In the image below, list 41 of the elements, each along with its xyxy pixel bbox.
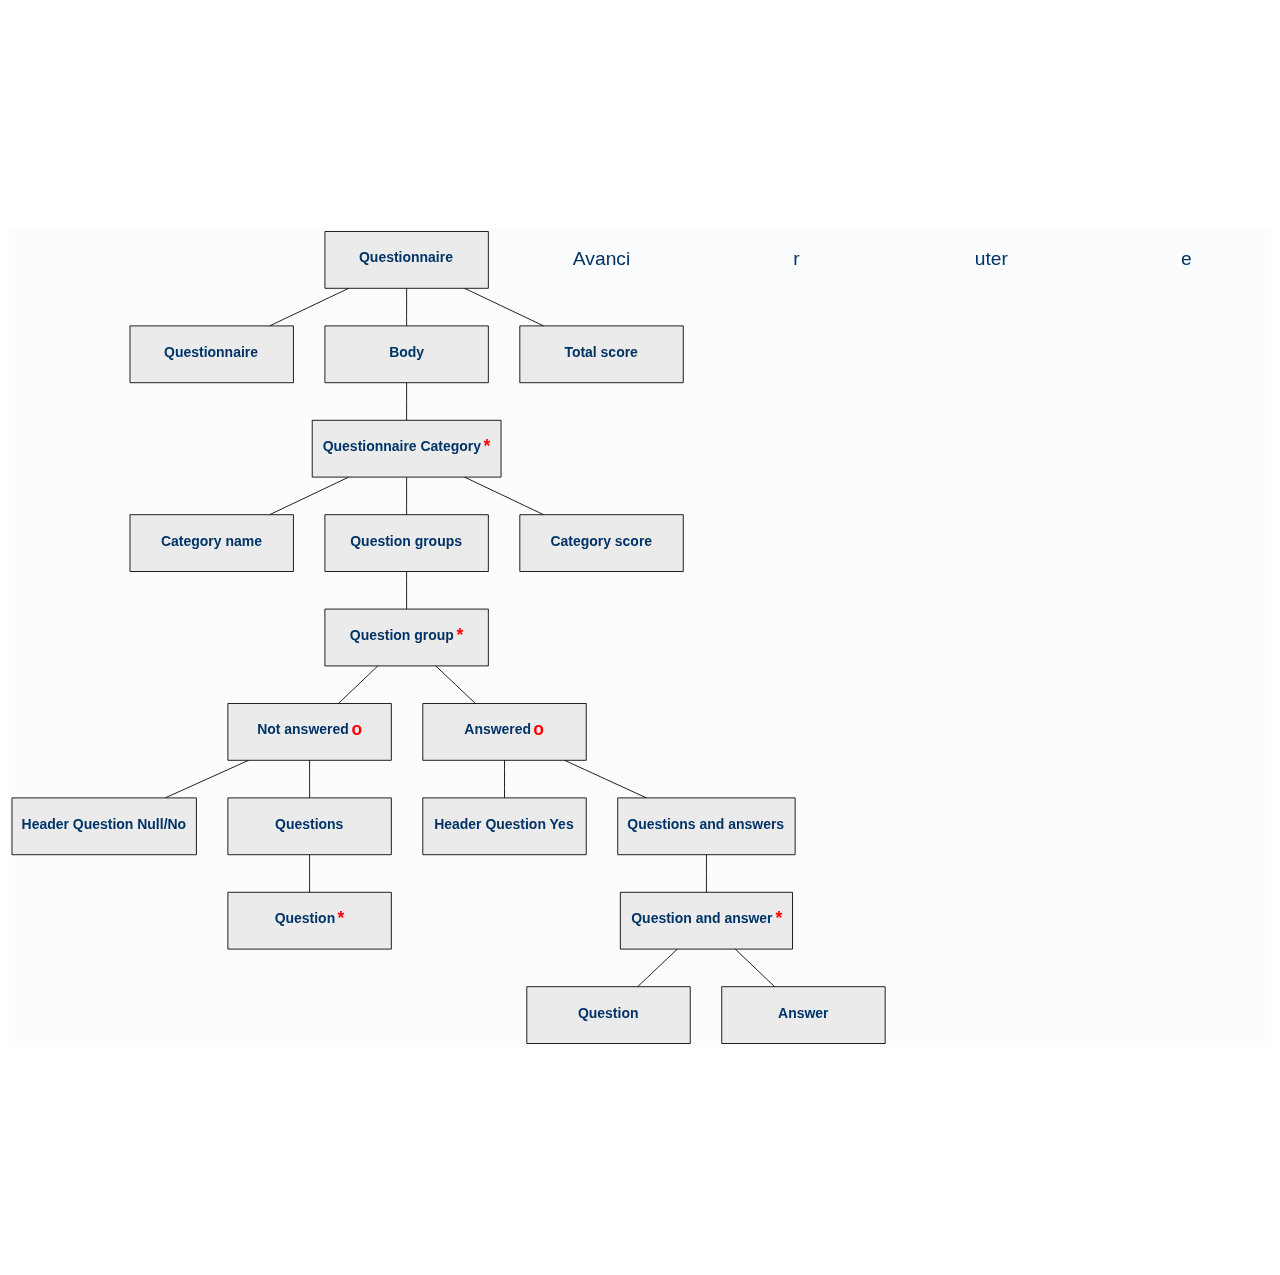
node-box: Question groups (324, 514, 489, 572)
connector (464, 476, 544, 516)
node-box: Category score (519, 514, 684, 572)
connector (406, 382, 408, 421)
node-box: Answer (721, 986, 886, 1044)
node-box: Total score (519, 325, 684, 384)
node-box: Question group* (324, 608, 489, 667)
node-box: Questionnaire Category* (311, 419, 502, 478)
connector (435, 665, 476, 704)
label: uter (974, 247, 1008, 269)
connector (269, 287, 350, 327)
connector (406, 287, 408, 327)
connector (406, 571, 408, 610)
connector (309, 759, 311, 799)
node-box: Questions (227, 797, 392, 856)
connector (734, 948, 775, 988)
node-box: Category name (129, 514, 294, 572)
connector (406, 476, 408, 516)
label: r (793, 247, 800, 269)
connector (504, 759, 505, 799)
node-box: Header Question Null/No (11, 797, 197, 856)
connector (338, 665, 379, 704)
connector (269, 476, 350, 516)
connector (706, 854, 707, 893)
node-box: Question and answer * (619, 891, 793, 950)
node-box: Not answered o (227, 703, 392, 761)
node-box: Question* (227, 891, 392, 950)
connector (464, 287, 544, 327)
label: e (1180, 247, 1192, 269)
connector (164, 759, 249, 799)
label: Avanci (572, 247, 631, 269)
connector (309, 854, 311, 893)
node-box: Header Question Yes (422, 797, 587, 856)
node-box: Questions and answers (617, 797, 796, 856)
connector (564, 759, 647, 799)
node-box: Questionnaire (129, 325, 294, 384)
connector (637, 948, 678, 988)
node-box: Questionnaire (324, 231, 489, 289)
node-box: Question (526, 986, 691, 1044)
node-box: Body (324, 325, 489, 384)
node-box: Answered o (422, 703, 587, 761)
